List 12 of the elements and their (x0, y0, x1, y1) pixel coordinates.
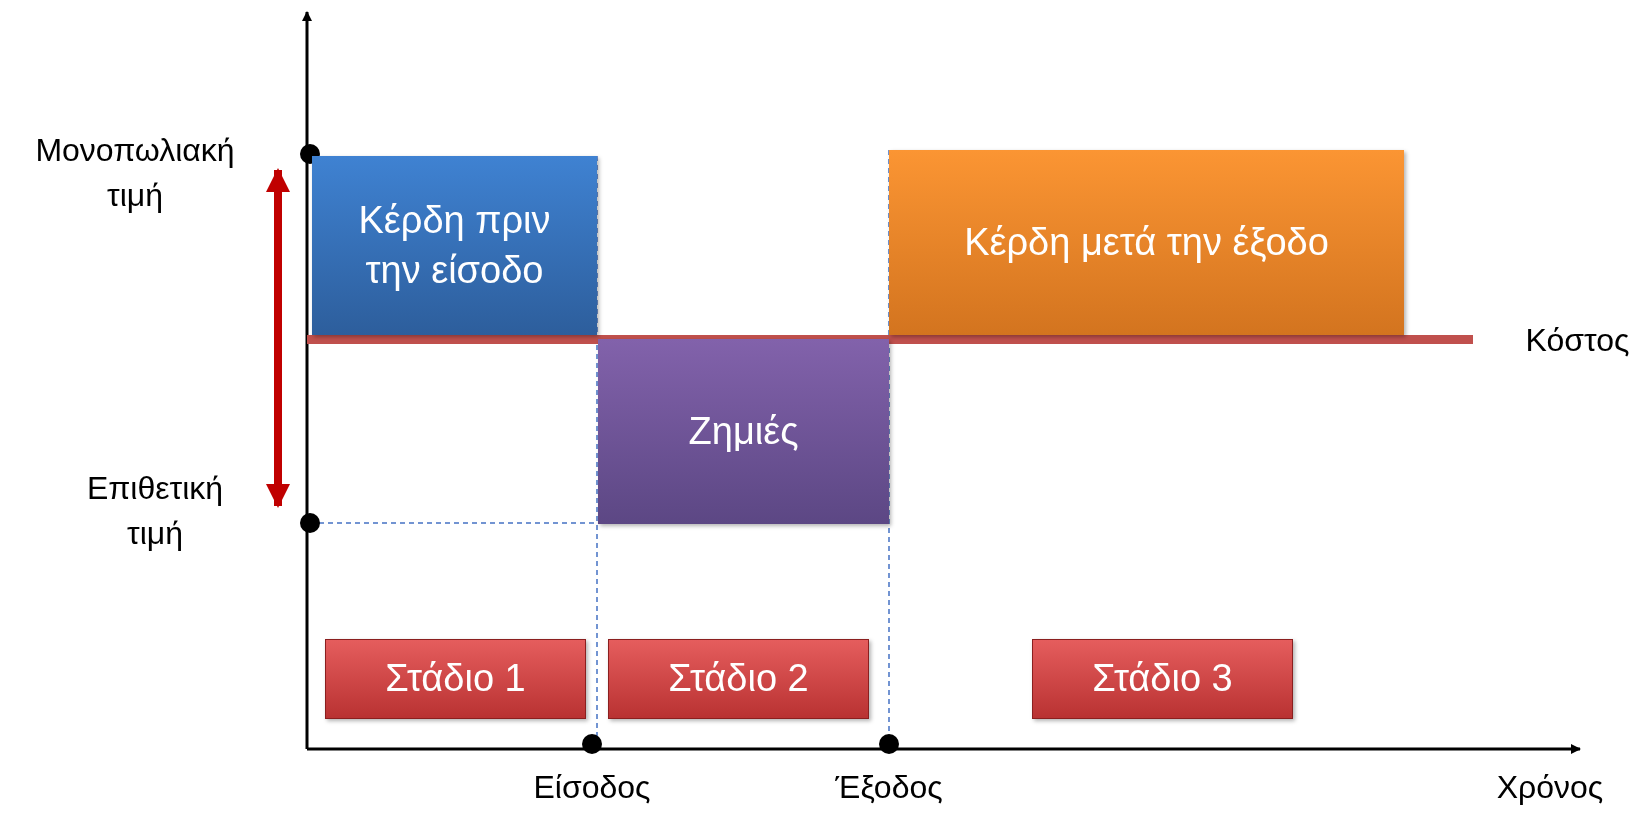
stage-box: Στάδιο 1 (325, 639, 586, 719)
profit-box: Κέρδη μετά την έξοδο (889, 150, 1404, 335)
loss-box: Ζημιές (598, 339, 889, 524)
stage-box: Στάδιο 3 (1032, 639, 1293, 719)
axis-title: Χρόνος (1495, 768, 1605, 807)
time-point-label: Έξοδος (834, 768, 944, 807)
price-label: Μονοπωλιακή τιμή (34, 131, 236, 215)
cost-label: Κόστος (1524, 321, 1631, 360)
time-point-label: Είσοδος (532, 768, 652, 807)
price-label: Επιθετική τιμή (85, 469, 225, 553)
profit-box: Κέρδη πριν την είσοδο (312, 156, 597, 335)
stage-box: Στάδιο 2 (608, 639, 869, 719)
